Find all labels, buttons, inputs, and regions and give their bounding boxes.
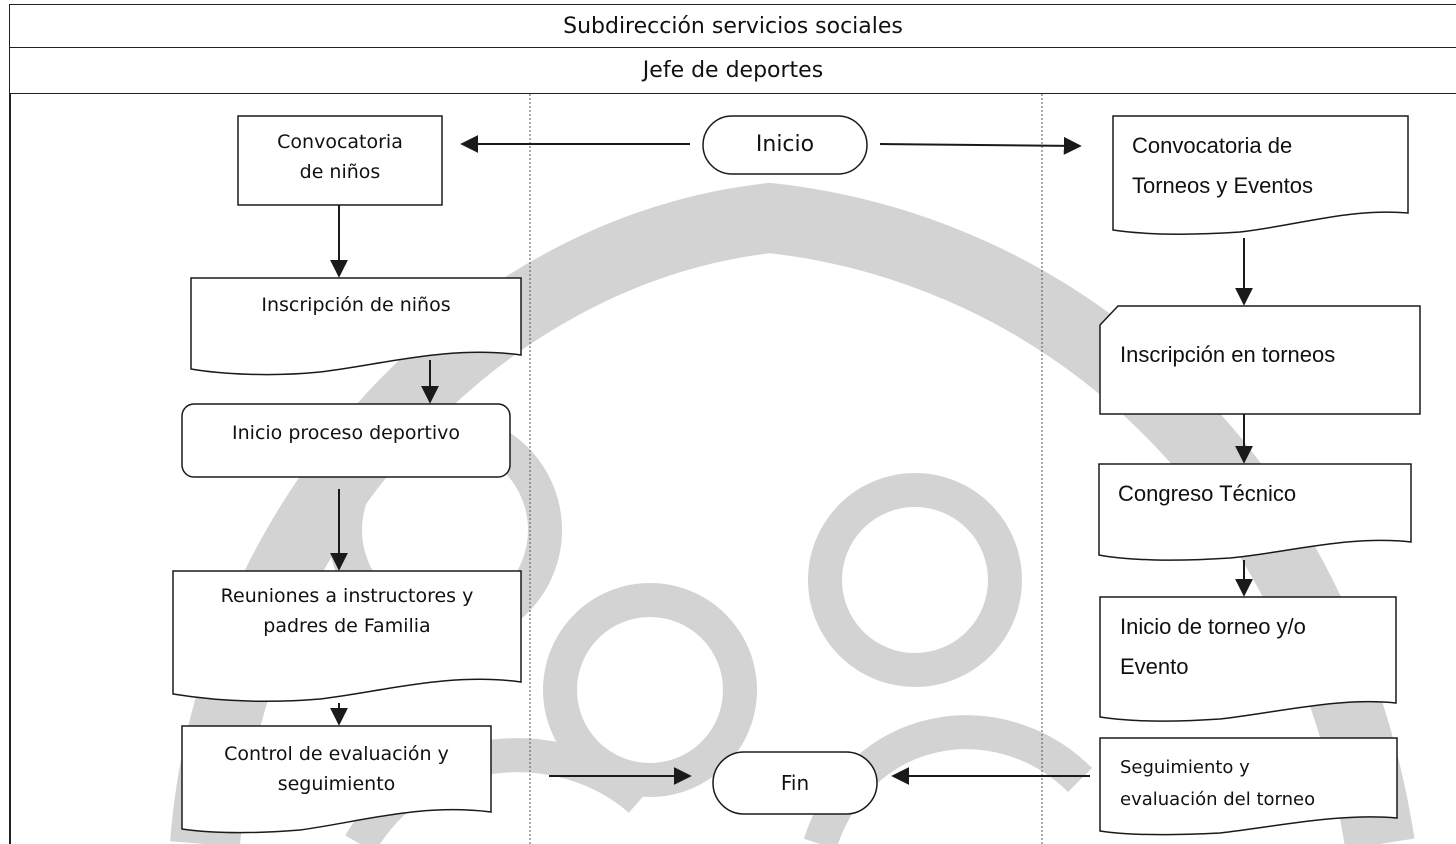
node-inicio-proceso-shape [181,403,511,478]
node-inicio-shape [702,115,868,175]
frame-left-border [9,93,11,844]
arrow-inicio-to-convocatoria-torneos [879,136,1082,155]
node-inscripcion-ninos: Inscripción de niños [261,294,451,316]
node-congreso: Congreso Técnico [1118,481,1297,506]
header-subdireccion-text: Subdirección servicios sociales [563,13,903,39]
node-convocatoria-torneos: Convocatoria de Torneos y Eventos [1132,133,1313,198]
node-convocatoria-torneos-shape [1112,115,1409,235]
node-inscripcion-torneos: Inscripción en torneos [1120,342,1336,367]
header-subdireccion: Subdirección servicios sociales [9,4,1456,48]
node-reuniones-shape [172,570,522,703]
node-convocatoria-ninos: Convocatoria de niños [277,131,403,183]
watermark-circle-right [808,473,1022,687]
node-inscripcion-torneos-shape [1099,305,1421,415]
node-control-shape [181,725,492,834]
node-control: Control de evaluación y seguimiento [224,743,449,795]
node-seguimiento-torneo-shape [1099,737,1398,836]
node-fin-shape [712,751,878,815]
node-convocatoria-ninos-shape [237,115,443,206]
node-fin: Fin [780,771,810,795]
node-inicio-proceso: Inicio proceso deportivo [232,422,460,444]
node-reuniones: Reuniones a instructores y padres de Fam… [220,585,474,637]
header-jefe-deportes-text: Jefe de deportes [642,58,824,83]
node-inscripcion-ninos-shape [190,277,522,376]
header-jefe-deportes: Jefe de deportes [9,47,1456,94]
node-seguimiento-torneo: Seguimiento y evaluación del torneo [1120,757,1316,810]
node-congreso-shape [1098,463,1412,561]
node-inicio-torneo: Inicio de torneo y/o Evento [1120,614,1306,679]
node-inicio: Inicio [755,132,815,157]
node-inicio-torneo-shape [1099,596,1397,722]
watermark-circle-center [543,583,757,797]
